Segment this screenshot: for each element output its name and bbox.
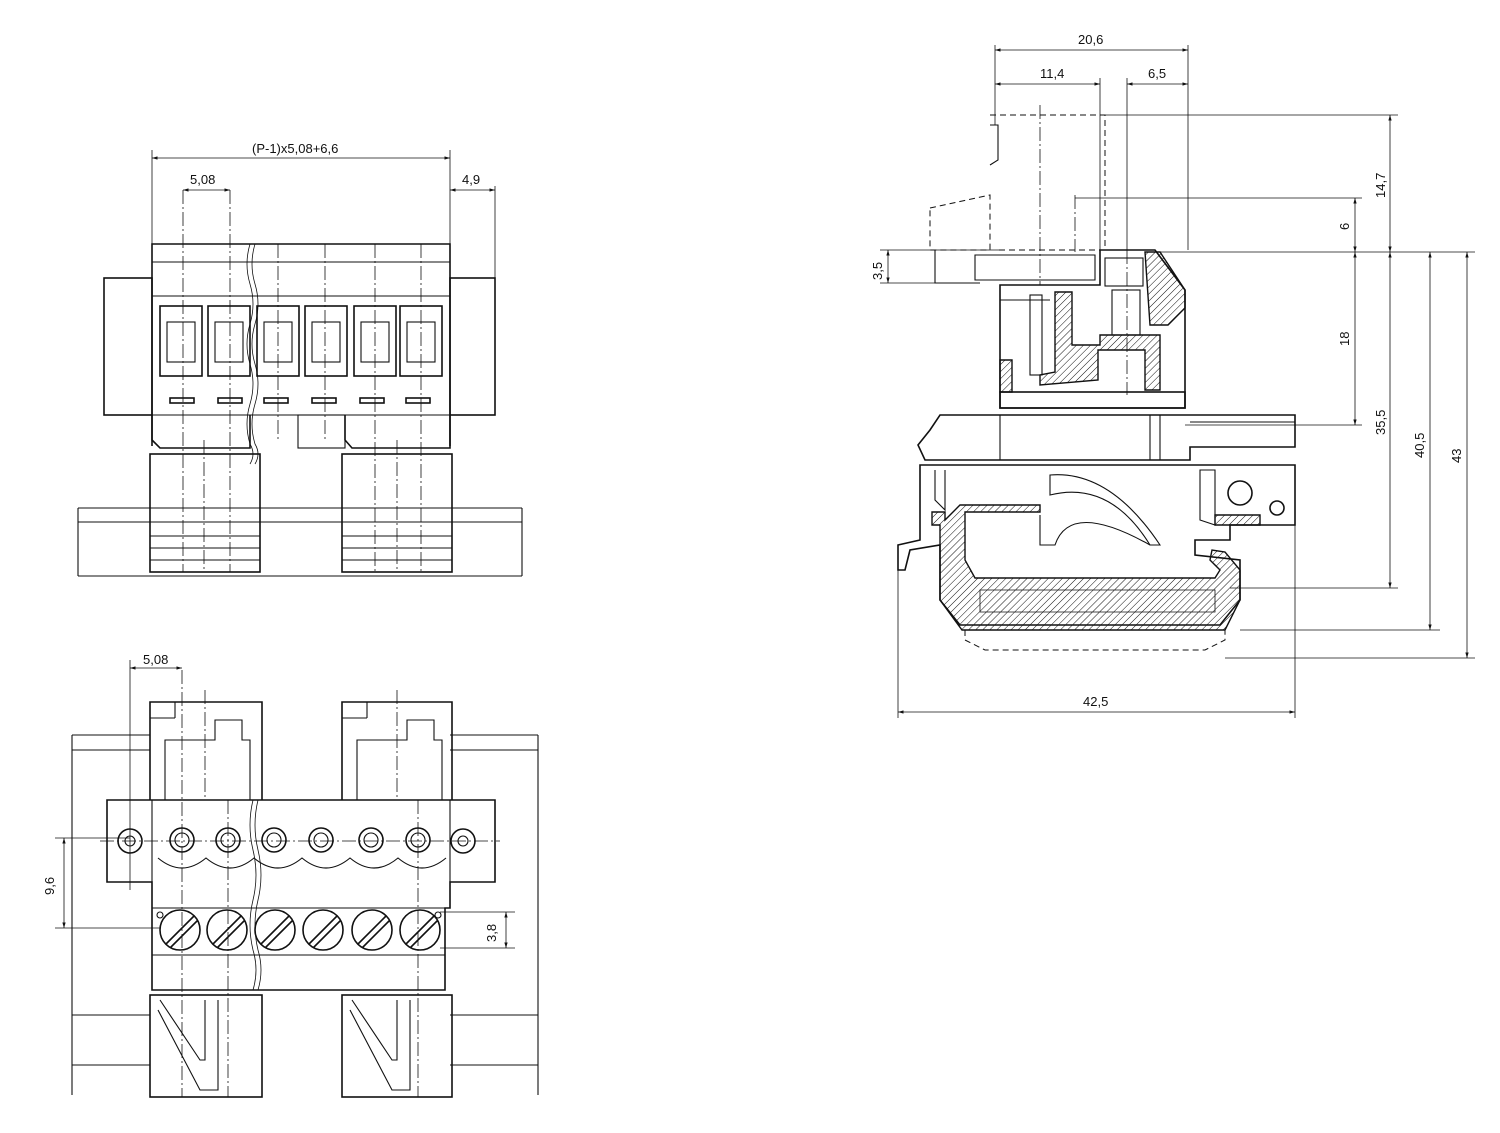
front-slot-marks — [169, 397, 431, 404]
side-height-a-label: 35,5 — [1373, 410, 1388, 435]
front-pitch-label: 5,08 — [190, 172, 215, 187]
top-wire-entries — [169, 827, 431, 853]
side-rail-width-label: 42,5 — [1083, 694, 1108, 709]
side-plug-phantom — [929, 105, 1106, 285]
top-pitch-label: 5,08 — [143, 652, 168, 667]
side-depth-b-label: 6,5 — [1148, 66, 1166, 81]
side-housing — [999, 249, 1186, 409]
side-din-rail-section — [931, 504, 1261, 631]
front-contact-windows — [159, 305, 443, 377]
front-housing — [151, 243, 451, 465]
top-lower-clips — [149, 994, 453, 1098]
top-din-rails — [71, 734, 539, 1095]
front-total-width-label: (P-1)x5,08+6,6 — [252, 141, 338, 156]
side-depth-a-label: 11,4 — [1040, 66, 1064, 81]
front-feet — [149, 453, 453, 573]
top-center-lines — [100, 670, 500, 1097]
top-row-offset-label: 9,6 — [42, 877, 57, 895]
top-upper-clips — [149, 701, 453, 800]
front-center-lines — [182, 190, 422, 572]
front-view: (P-1)x5,08+6,6 5,08 4,9 — [77, 141, 523, 577]
side-section-view: 20,6 11,4 6,5 14,7 6 3,5 18 35,5 40,5 43… — [870, 32, 1475, 718]
top-body — [106, 799, 496, 991]
side-height-mid-label: 6 — [1337, 223, 1352, 230]
front-left-flange — [103, 277, 153, 416]
side-height-top-label: 14,7 — [1373, 173, 1388, 198]
front-edge-label: 4,9 — [462, 172, 480, 187]
top-screws — [156, 909, 442, 951]
side-dimensions — [880, 45, 1475, 718]
side-height-body-label: 18 — [1337, 332, 1352, 346]
side-depth-total-label: 20,6 — [1078, 32, 1103, 47]
front-din-rail — [77, 507, 523, 577]
top-screw-row-label: 3,8 — [484, 924, 499, 942]
side-height-low-label: 3,5 — [870, 262, 885, 280]
front-right-flange — [449, 277, 496, 416]
side-rail-phantom — [964, 630, 1226, 651]
side-mounting-foot — [917, 414, 1296, 461]
side-height-total-label: 43 — [1449, 449, 1464, 463]
top-dimensions — [55, 660, 515, 949]
front-dimensions — [151, 150, 496, 278]
top-view: 5,08 9,6 3,8 — [42, 652, 539, 1098]
side-height-b-label: 40,5 — [1412, 433, 1427, 458]
